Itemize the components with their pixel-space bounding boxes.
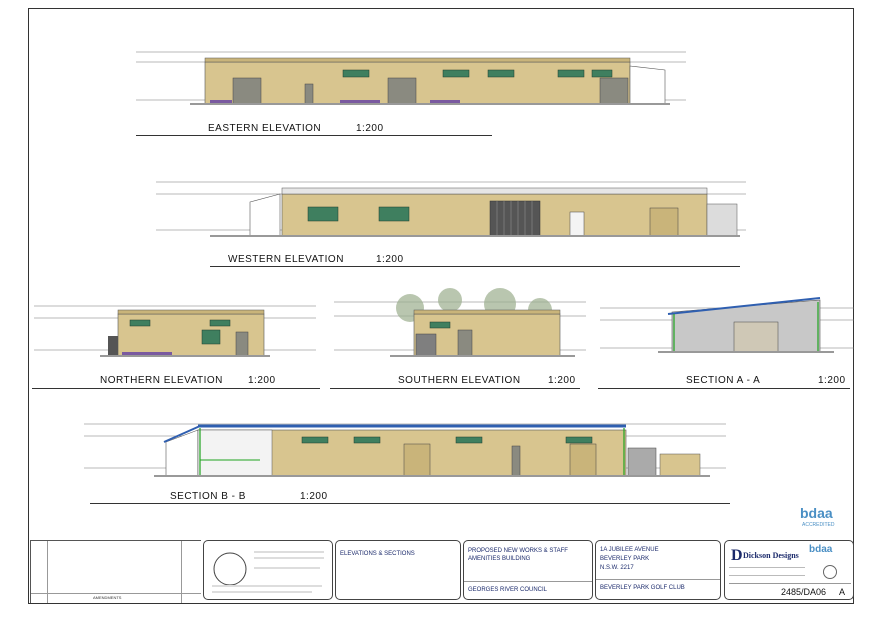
northern-elevation-scale: 1:200 [248,375,276,386]
western-elevation-scale: 1:200 [376,254,404,265]
section-a-scale: 1:200 [818,375,846,386]
section-a-title-underline [598,388,850,389]
section-a-title: SECTION A - A [686,375,761,386]
southern-title-underline [330,388,580,389]
eastern-elevation-scale: 1:200 [356,123,384,134]
northern-title-underline [32,388,320,389]
firm-logo-mark: D [731,547,743,564]
address-line-2: BEVERLEY PARK [600,556,650,562]
consultant-notes-box [203,540,333,600]
client-name: GEORGES RIVER COUNCIL [468,587,548,593]
southern-elevation-title: SOUTHERN ELEVATION [398,375,521,386]
western-elevation-drawing [156,181,746,237]
section-b-drawing [84,423,726,477]
section-a-drawing [600,297,854,353]
address-line-3: N.S.W. 2217 [600,565,634,571]
drawing-sheet-border [28,8,854,604]
western-title-underline [210,266,740,267]
southern-elevation-drawing [334,288,586,357]
project-line-2: AMENITIES BUILDING [468,556,531,562]
section-b-title: SECTION B - B [170,491,246,502]
eastern-elevation-drawing [136,51,686,105]
western-elevation-title: WESTERN ELEVATION [228,254,344,265]
revision-table: AMENDMENTS [30,540,201,603]
northern-elevation-drawing [34,305,316,357]
project-line-1: PROPOSED NEW WORKS & STAFF [468,548,568,554]
drawing-revision: A [839,587,846,597]
project-box: PROPOSED NEW WORKS & STAFF AMENITIES BUI… [463,540,593,600]
bdaa-small-logo: bdaa [809,544,833,555]
bdaa-logo-text: bdaa [800,505,833,521]
drawing-number: 2485/DA06 [781,587,827,597]
northern-elevation-title: NORTHERN ELEVATION [100,375,223,386]
eastern-elevation-title: EASTERN ELEVATION [208,123,322,134]
drawing-title: ELEVATIONS & SECTIONS [340,551,415,557]
southern-elevation-scale: 1:200 [548,375,576,386]
address-line-1: 1A JUBILEE AVENUE [600,547,659,553]
firm-name: Dickson Designs [743,551,799,560]
revision-table-header: AMENDMENTS [93,595,122,600]
firm-box: D Dickson Designs bdaa 2485/DA06 A [724,540,854,600]
bdaa-logo: bdaa ACCREDITED [798,505,848,537]
section-b-scale: 1:200 [300,491,328,502]
eastern-title-underline [136,135,492,136]
drawing-title-box: ELEVATIONS & SECTIONS [335,540,461,600]
address-box: 1A JUBILEE AVENUE BEVERLEY PARK N.S.W. 2… [595,540,721,600]
bdaa-logo-subtext: ACCREDITED [802,522,835,528]
section-b-title-underline [90,503,730,504]
site-name: BEVERLEY PARK GOLF CLUB [600,585,685,591]
north-point-symbol [213,552,247,586]
